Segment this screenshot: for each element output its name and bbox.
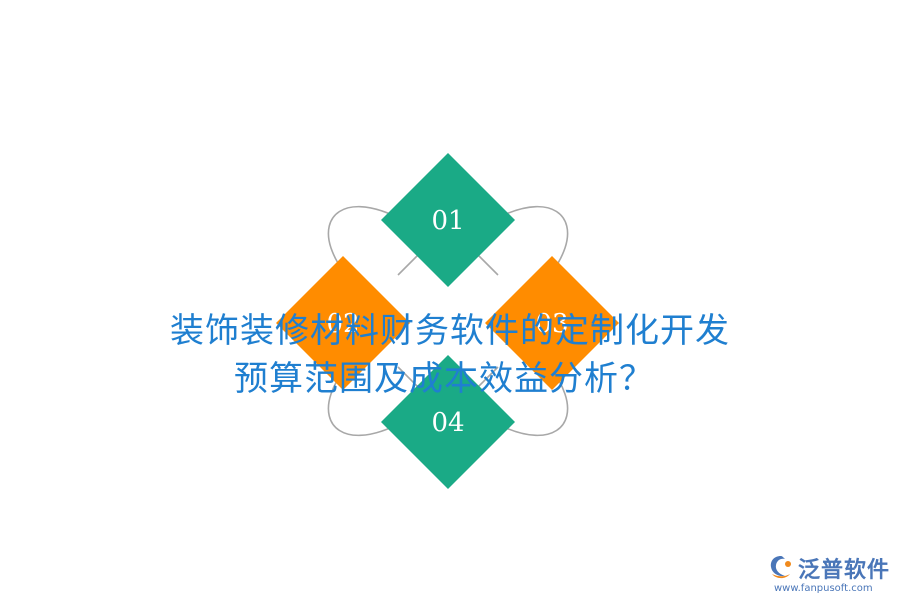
diamond-02-label: 02 [326,309,359,339]
brand-logo: 泛普软件 www.fanpusoft.com [766,550,894,596]
diamond-03-label: 03 [535,309,568,339]
inner-link-top-right [477,254,499,276]
title-line-2: 预算范围及成本效益分析？ [234,359,654,399]
inner-link-bottom-right [477,366,499,388]
diamond-03-shape [485,256,619,390]
diamond-01-shape [381,153,515,287]
brand-url: www.fanpusoft.com [774,583,873,594]
inner-link-bottom-left [397,366,419,388]
diamond-02: 02 [276,256,410,390]
diamond-04-label: 04 [431,408,464,438]
diamond-04: 04 [381,355,515,489]
brand-name: 泛普软件 [798,558,891,583]
diamond-01-label: 01 [431,206,464,236]
brand-swirl-icon [770,556,791,579]
inner-link-top-left [397,254,419,276]
title-line-1: 装饰装修材料财务软件的定制化开发 [170,311,730,351]
diamond-04-shape [381,355,515,489]
diamond-03: 03 [485,256,619,390]
diamond-02-shape [276,256,410,390]
diamond-01: 01 [381,153,515,287]
